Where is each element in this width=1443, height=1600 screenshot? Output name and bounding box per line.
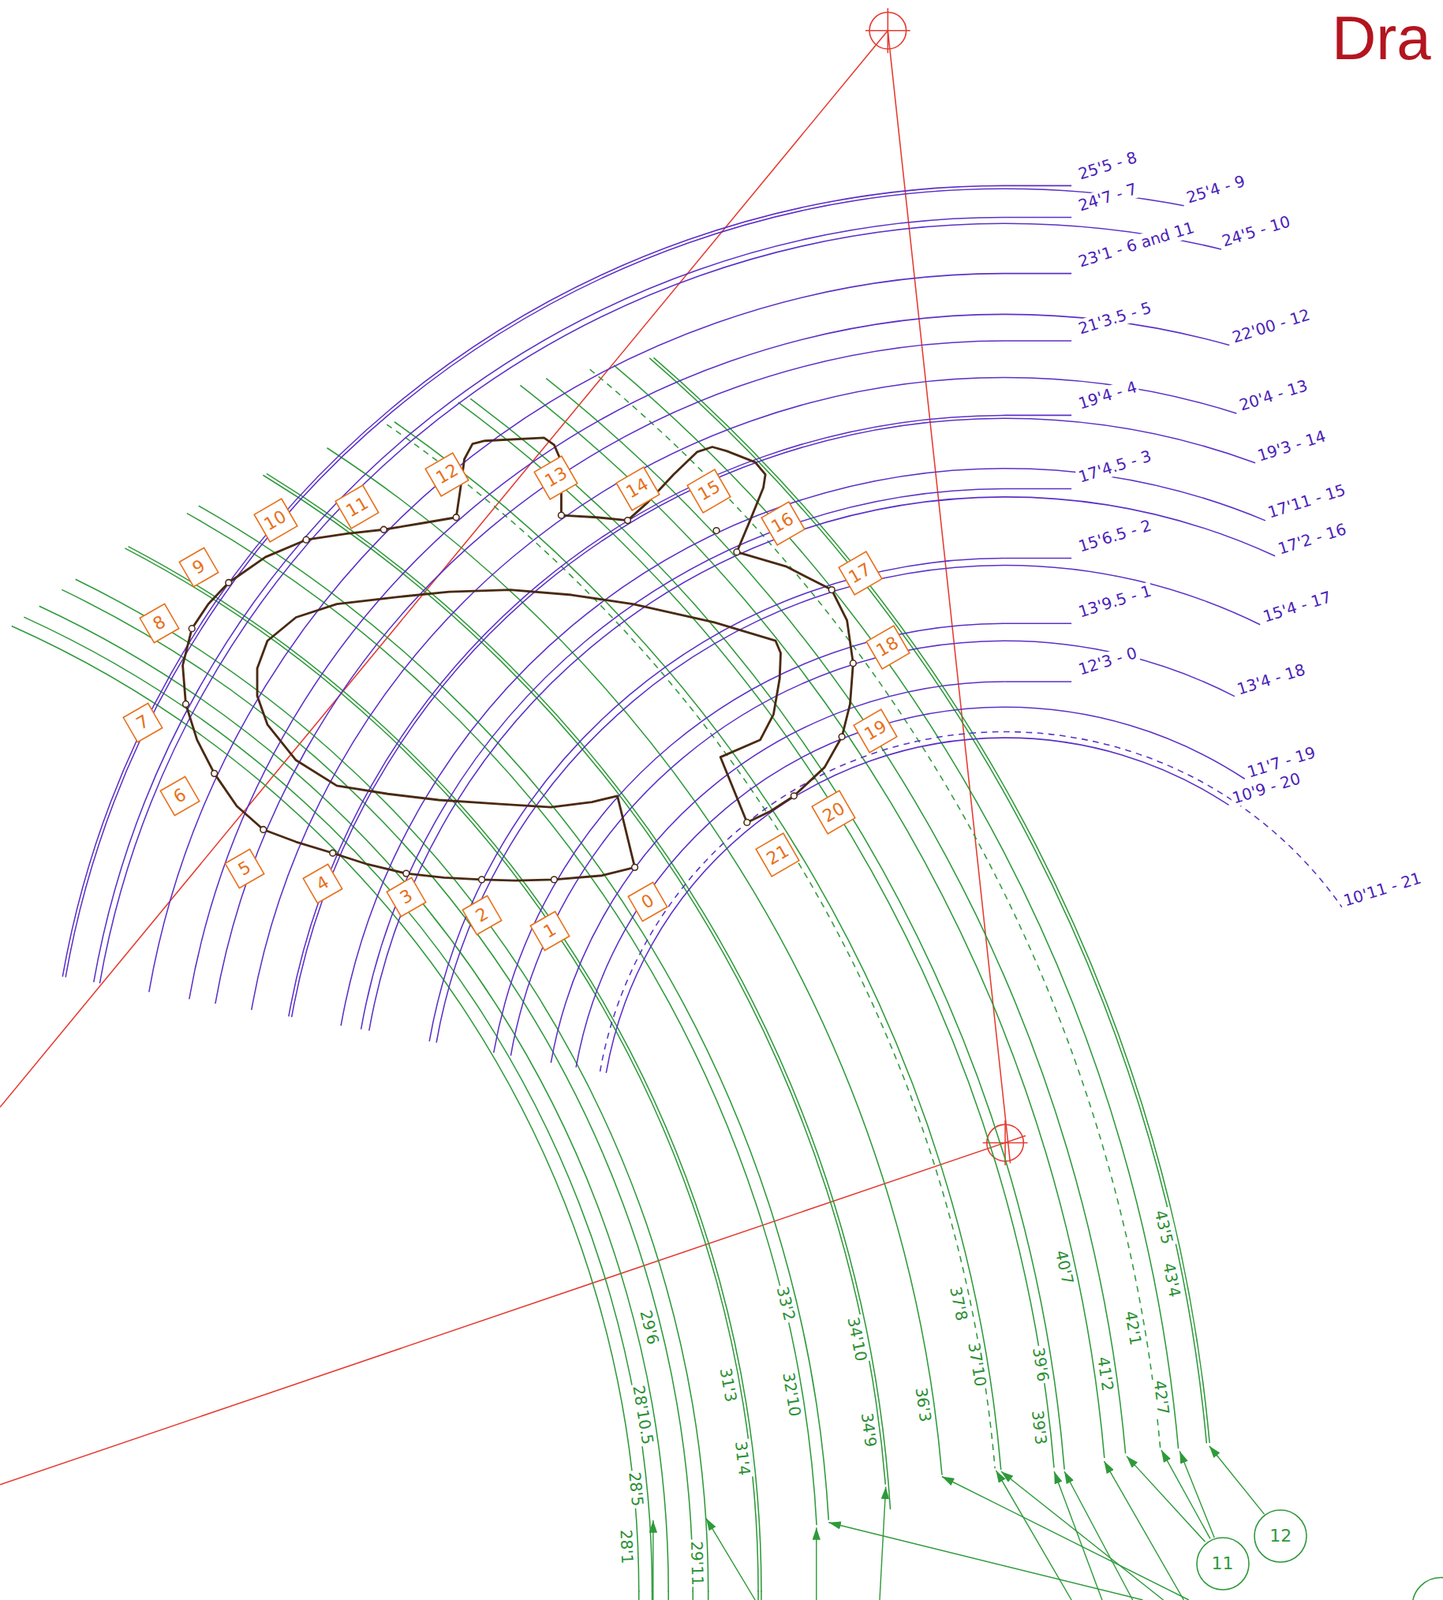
arc-label: 28'10.5 (628, 1383, 658, 1448)
circle-number: 11 (1211, 1554, 1234, 1574)
radius-label: 23'1 - 6 and 11 (1074, 217, 1198, 272)
diamond-shape (866, 625, 910, 670)
radius-label: 15'4 - 17 (1259, 587, 1335, 627)
arc-label: 32'10 (778, 1369, 804, 1420)
radius-label: 21'3.5 - 5 (1074, 298, 1156, 339)
point-marker: 3 (385, 875, 428, 919)
arc-label: 28'5 (624, 1469, 647, 1509)
drawing-title: Dra (1331, 4, 1432, 73)
point-marker: 21 (754, 831, 801, 879)
arc-label: 42'1 (1121, 1308, 1146, 1349)
diamond-shape (139, 604, 179, 643)
diamond-shape (838, 552, 883, 596)
arc-label: 28'1 (616, 1527, 637, 1567)
diamond-shape (254, 498, 298, 543)
arc-label: 36'3 (911, 1384, 935, 1425)
arc-label: 42'7 (1150, 1377, 1174, 1417)
circle-shape (1254, 1510, 1307, 1563)
arc-label: 34'9 (856, 1410, 880, 1451)
building-outline (183, 437, 854, 881)
radius-label: 17'11 - 15 (1263, 480, 1350, 523)
diamond-shape (687, 469, 732, 513)
point-marker: 20 (810, 788, 857, 836)
arc-label: 29'6 (635, 1306, 663, 1348)
point-marker: 13 (532, 454, 580, 501)
point-marker: 18 (864, 624, 912, 671)
diamond-shape (853, 709, 898, 753)
radius-label: 24'7 - 7 (1074, 179, 1141, 215)
point-marker: 1 (528, 909, 572, 953)
diamond-shape (755, 833, 800, 878)
diamond-shape (616, 467, 660, 511)
point-marker: 16 (759, 500, 807, 547)
point-marker: 14 (614, 465, 662, 513)
survey-points (183, 512, 857, 883)
radius-label: 25'4 - 9 (1182, 171, 1249, 207)
diamond-shape (225, 848, 265, 888)
purple-arcs (48, 185, 1443, 1600)
reference-lines (0, 7, 1028, 1485)
diamond-shape (123, 702, 162, 742)
arc-label: 29'11 (687, 1539, 707, 1588)
diamond-shape (425, 452, 469, 497)
point-marker: 11 (333, 483, 381, 531)
diamond-shape (335, 485, 379, 530)
diamond-shape (462, 896, 501, 935)
callout-circle: 12 (1252, 1508, 1309, 1564)
radius-label: 10'11 - 21 (1339, 868, 1425, 911)
diamond-shape (530, 911, 569, 950)
radius-label: 19'4 - 4 (1074, 377, 1141, 413)
arc-label: 31'4 (731, 1439, 754, 1479)
diamond-shape (761, 501, 805, 546)
diamond-shape (628, 882, 668, 922)
arc-label: 33'2 (772, 1283, 799, 1325)
diamond-shape (160, 776, 199, 815)
diamond-shape (302, 863, 342, 903)
point-marker: 12 (423, 451, 471, 498)
point-marker: 17 (837, 549, 884, 597)
radius-label: 24'5 - 10 (1218, 212, 1294, 251)
radius-label: 25'5 - 8 (1074, 147, 1141, 184)
arc-label: 43'5 (1150, 1207, 1177, 1249)
point-marker: 8 (138, 601, 181, 645)
circle-shape (1196, 1537, 1249, 1590)
point-marker: 0 (626, 880, 670, 924)
arc-label: 39'6 (1028, 1344, 1053, 1385)
callout-circle: 11 (1195, 1536, 1251, 1592)
point-marker: 4 (301, 862, 344, 905)
radius-label: 17'4.5 - 3 (1074, 446, 1156, 487)
arc-label: 39'3 (1027, 1408, 1050, 1448)
point-marker: 2 (460, 893, 504, 937)
point-marker: 19 (852, 707, 899, 755)
radius-label: 15'6.5 - 2 (1074, 515, 1156, 557)
radius-label: 17'2 - 16 (1274, 519, 1350, 558)
diamond-shape (386, 877, 426, 916)
point-marker: 9 (177, 545, 221, 589)
radius-label: 12'3 - 0 (1074, 643, 1141, 680)
point-marker: 10 (252, 497, 300, 544)
diamond-shape (534, 456, 579, 500)
diamond-shape (811, 790, 856, 834)
radius-label: 22'00 - 12 (1228, 305, 1314, 348)
arc-label: 34'10 (843, 1313, 871, 1365)
point-marker: 6 (158, 774, 202, 818)
point-marker: 15 (685, 467, 733, 515)
radius-label: 13'9.5 - 1 (1074, 581, 1156, 622)
diamond-shape (179, 547, 219, 587)
radius-label: 20'4 - 13 (1235, 376, 1312, 415)
circle-number: 12 (1269, 1526, 1292, 1546)
arc-label: 37'10 (964, 1338, 990, 1389)
point-marker: 5 (223, 847, 266, 890)
radius-label: 13'4 - 18 (1233, 660, 1310, 700)
radius-label: 19'3 - 14 (1253, 426, 1330, 466)
point-marker: 7 (121, 701, 165, 744)
